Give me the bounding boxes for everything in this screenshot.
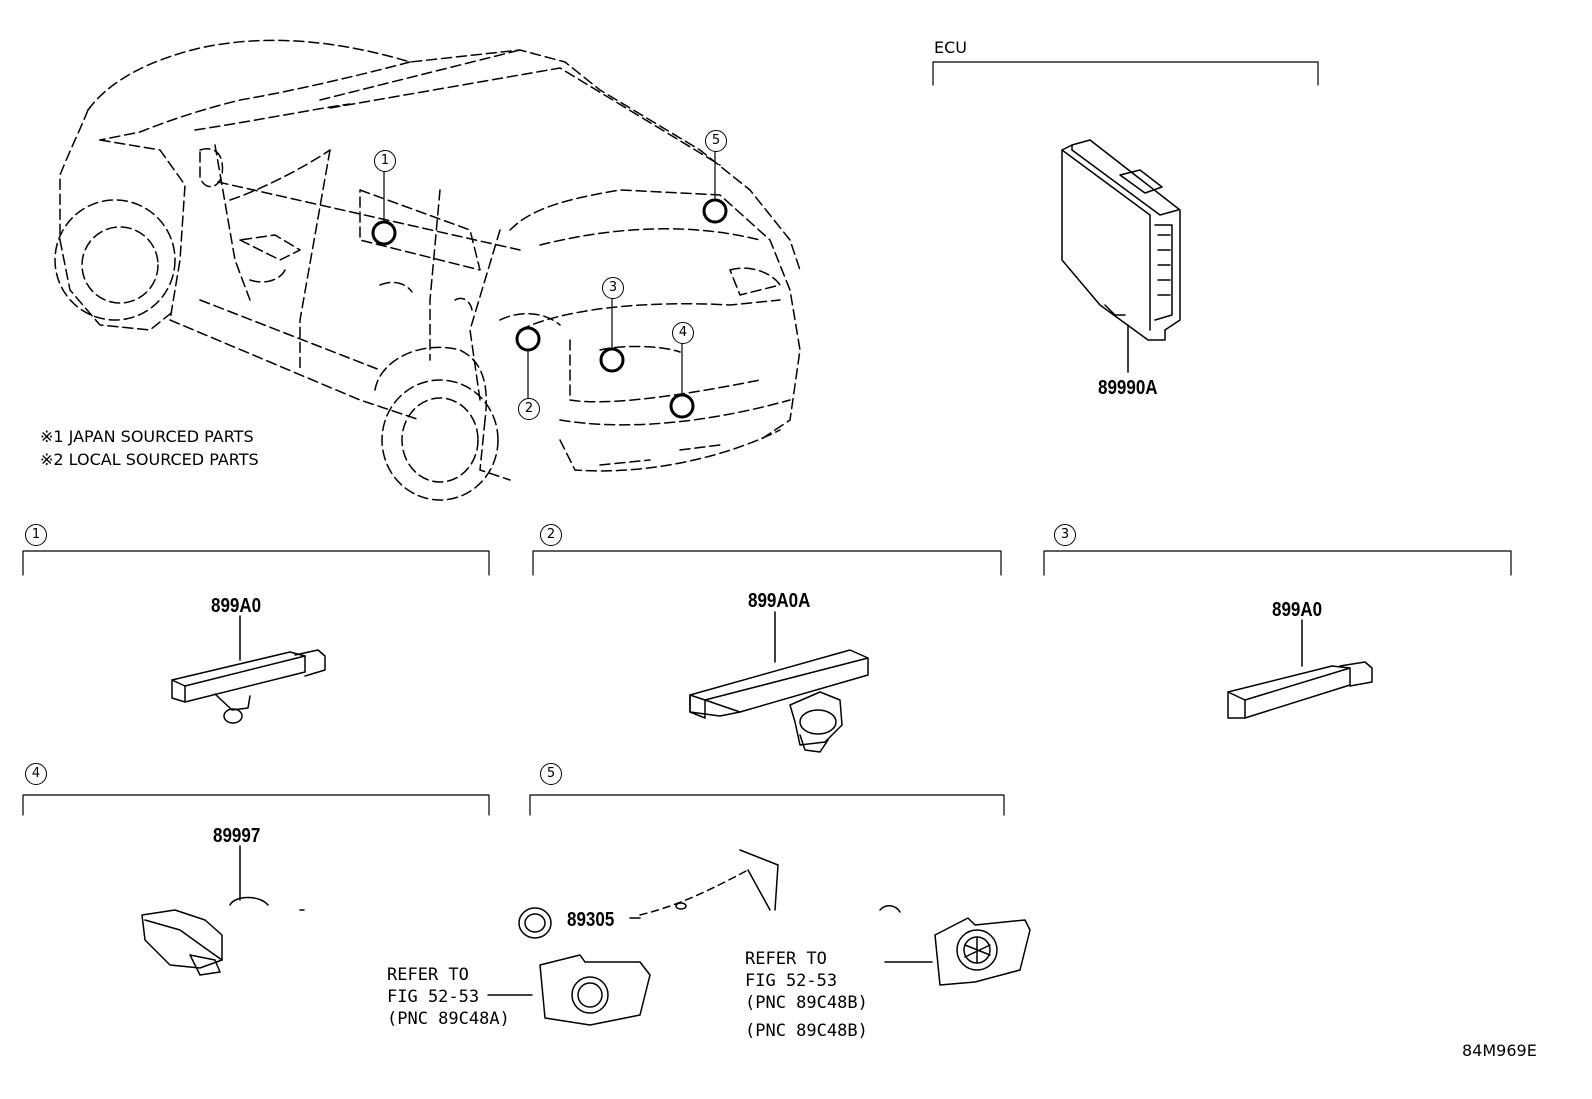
part-899a0-antenna-1: [171, 615, 326, 724]
refer-b-line-1: REFER TO: [745, 949, 827, 969]
section-number-5: 5: [540, 763, 562, 785]
vehicle-callout-1: 1: [374, 150, 396, 172]
part-number-899a0-3: 899A0: [1272, 599, 1323, 621]
vehicle-callout-4: 4: [672, 322, 694, 344]
refer-a-line-2: FIG 52-53: [387, 987, 480, 1007]
part-899a0a-antenna: [689, 611, 869, 753]
part-899a0-antenna-3: [1227, 619, 1373, 719]
part-89997-sensor: [141, 845, 305, 976]
note-local-sourced: ※2 LOCAL SOURCED PARTS: [40, 450, 259, 469]
section-number-1: 1: [25, 524, 47, 546]
note-japan-sourced: ※1 JAPAN SOURCED PARTS: [40, 427, 254, 446]
part-number-89305: 89305: [567, 909, 615, 931]
section-number-3: 3: [1054, 524, 1076, 546]
refer-b-line-3: (PNC 89C48B): [745, 993, 868, 1013]
section-number-2: 2: [540, 524, 562, 546]
vehicle-callout-2: 2: [518, 398, 540, 420]
ecu-part-number: 89990A: [1098, 377, 1158, 399]
vehicle-callout-5: 5: [705, 130, 727, 152]
part-89305-sensor: [487, 849, 1031, 1026]
section-brackets: [22, 550, 1512, 816]
part-number-899a0-1: 899A0: [211, 595, 262, 617]
vehicle-callout-3: 3: [602, 277, 624, 299]
refer-a-line-1: REFER TO: [387, 965, 469, 985]
figure-id: 84M969E: [1462, 1041, 1537, 1060]
ecu-bracket: [932, 61, 1319, 86]
refer-b-line-2: FIG 52-53: [745, 971, 838, 991]
vehicle-illustration: [54, 39, 801, 501]
ecu-module: [1061, 139, 1181, 373]
ecu-header: ECU: [934, 38, 967, 57]
part-number-89997: 89997: [213, 825, 261, 847]
part-number-899a0a: 899A0A: [748, 590, 811, 612]
refer-b-line-4: (PNC 89C48B): [745, 1021, 868, 1041]
refer-a-line-3: (PNC 89C48A): [387, 1009, 510, 1029]
section-number-4: 4: [25, 763, 47, 785]
